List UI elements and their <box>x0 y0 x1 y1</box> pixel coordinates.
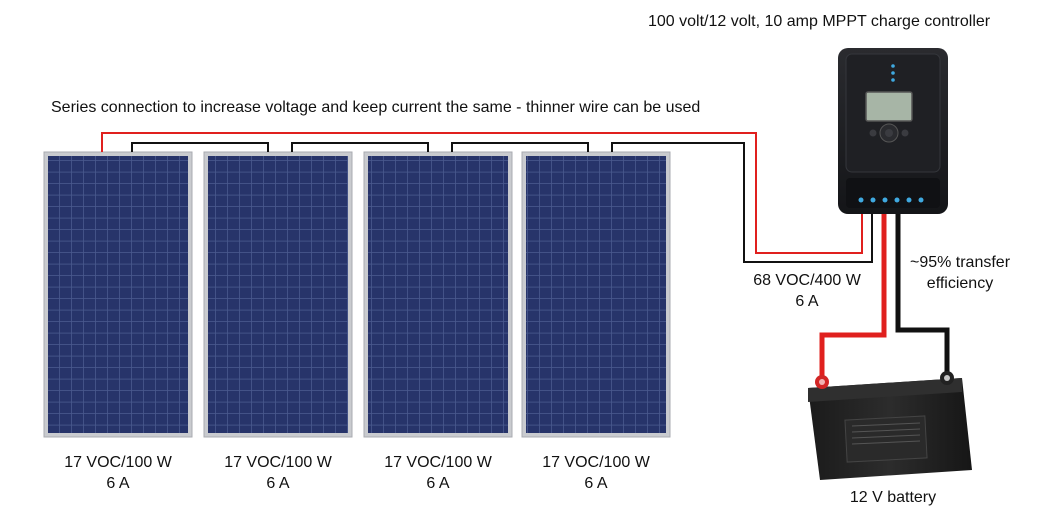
panel-1-label: 17 VOC/100 W 6 A <box>53 452 183 494</box>
panel-1-rating: 17 VOC/100 W <box>64 454 172 471</box>
positive-terminal <box>815 375 829 389</box>
mppt-charge-controller <box>838 48 948 214</box>
panel-1-current: 6 A <box>106 475 130 492</box>
panel-2-current: 6 A <box>266 475 290 492</box>
efficiency-line-1: ~95% transfer <box>909 254 1011 271</box>
panel-3-current: 6 A <box>426 475 450 492</box>
battery-caption: 12 V battery <box>849 489 937 506</box>
solar-panel-4 <box>521 151 671 438</box>
panel-4-rating: 17 VOC/100 W <box>542 454 650 471</box>
panel-4-label: 17 VOC/100 W 6 A <box>531 452 661 494</box>
battery-positive-wire <box>819 200 887 380</box>
array-positive-wire <box>101 132 863 254</box>
panel-3-label: 17 VOC/100 W 6 A <box>373 452 503 494</box>
terminal-indicators <box>858 197 924 203</box>
efficiency-line-2: efficiency <box>926 275 994 292</box>
solar-panel-1 <box>43 151 193 438</box>
series-jumper-wires <box>131 142 589 152</box>
lcd-screen <box>865 91 913 122</box>
panel-2-rating: 17 VOC/100 W <box>224 454 332 471</box>
negative-terminal <box>940 371 954 385</box>
array-output-label: 68 VOC/400 W 6 A <box>742 270 872 312</box>
solar-panel-2 <box>203 151 353 438</box>
panel-3-rating: 17 VOC/100 W <box>384 454 492 471</box>
controller-title: 100 volt/12 volt, 10 amp MPPT charge con… <box>648 13 991 30</box>
efficiency-label: ~95% transfer efficiency <box>900 252 1020 294</box>
series-caption: Series connection to increase voltage an… <box>51 99 701 116</box>
array-negative-wire <box>611 142 873 263</box>
panel-2-label: 17 VOC/100 W 6 A <box>213 452 343 494</box>
control-buttons <box>869 123 909 143</box>
array-output-current: 6 A <box>795 293 819 310</box>
battery <box>808 371 972 480</box>
array-output-rating: 68 VOC/400 W <box>753 272 861 289</box>
panel-4-current: 6 A <box>584 475 608 492</box>
battery-label-text-lines <box>851 422 921 445</box>
battery-negative-wire <box>895 200 950 378</box>
status-led-column <box>891 64 895 82</box>
solar-panel-3 <box>363 151 513 438</box>
